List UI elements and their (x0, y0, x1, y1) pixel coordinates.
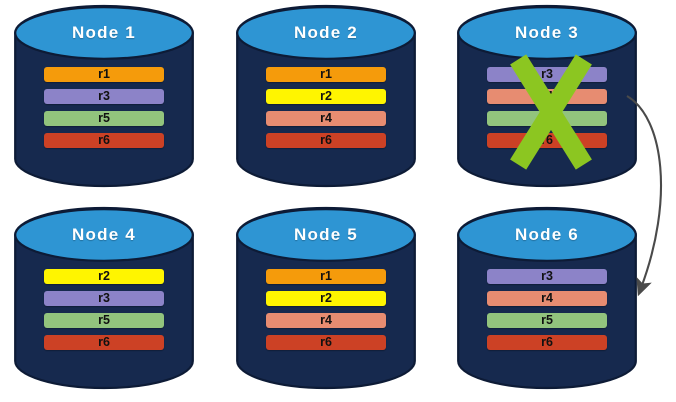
cylinder-top-ellipse (236, 208, 416, 262)
replica-row[interactable]: r6 (487, 133, 607, 148)
replica-row[interactable]: r5 (44, 111, 164, 126)
cylinder-top-ellipse (236, 6, 416, 60)
replica-row-list: r1 r3 r5 r6 (14, 67, 194, 148)
replica-row[interactable]: r2 (266, 89, 386, 104)
cylinder-top-ellipse (457, 6, 637, 60)
cylinder-top-ellipse (14, 6, 194, 60)
cylinder-top-ellipse (14, 208, 194, 262)
replica-row[interactable]: r6 (487, 335, 607, 350)
replica-row[interactable]: r1 (266, 67, 386, 82)
replica-row-list: r2 r3 r5 r6 (14, 269, 194, 350)
replica-row[interactable]: r5 (487, 111, 607, 126)
replica-row-list: r1 r2 r4 r6 (236, 269, 416, 350)
replica-row[interactable]: r4 (487, 89, 607, 104)
replica-row[interactable]: r2 (44, 269, 164, 284)
replica-row[interactable]: r3 (44, 291, 164, 306)
replica-row[interactable]: r3 (487, 269, 607, 284)
replica-row[interactable]: r1 (266, 269, 386, 284)
replica-row[interactable]: r3 (487, 67, 607, 82)
replica-row[interactable]: r6 (44, 133, 164, 148)
replica-row[interactable]: r5 (44, 313, 164, 328)
replica-row[interactable]: r4 (487, 291, 607, 306)
replica-row[interactable]: r1 (44, 67, 164, 82)
replica-row[interactable]: r6 (44, 335, 164, 350)
replica-row-list: r3 r4 r5 r6 (457, 269, 637, 350)
replica-row[interactable]: r2 (266, 291, 386, 306)
replica-row[interactable]: r5 (487, 313, 607, 328)
replica-row[interactable]: r4 (266, 111, 386, 126)
cylinder-top-ellipse (457, 208, 637, 262)
replica-row[interactable]: r4 (266, 313, 386, 328)
replica-row-list: r1 r2 r4 r6 (236, 67, 416, 148)
replica-row[interactable]: r3 (44, 89, 164, 104)
replica-row[interactable]: r6 (266, 133, 386, 148)
replica-row[interactable]: r6 (266, 335, 386, 350)
replica-row-list: r3 r4 r5 r6 (457, 67, 637, 148)
